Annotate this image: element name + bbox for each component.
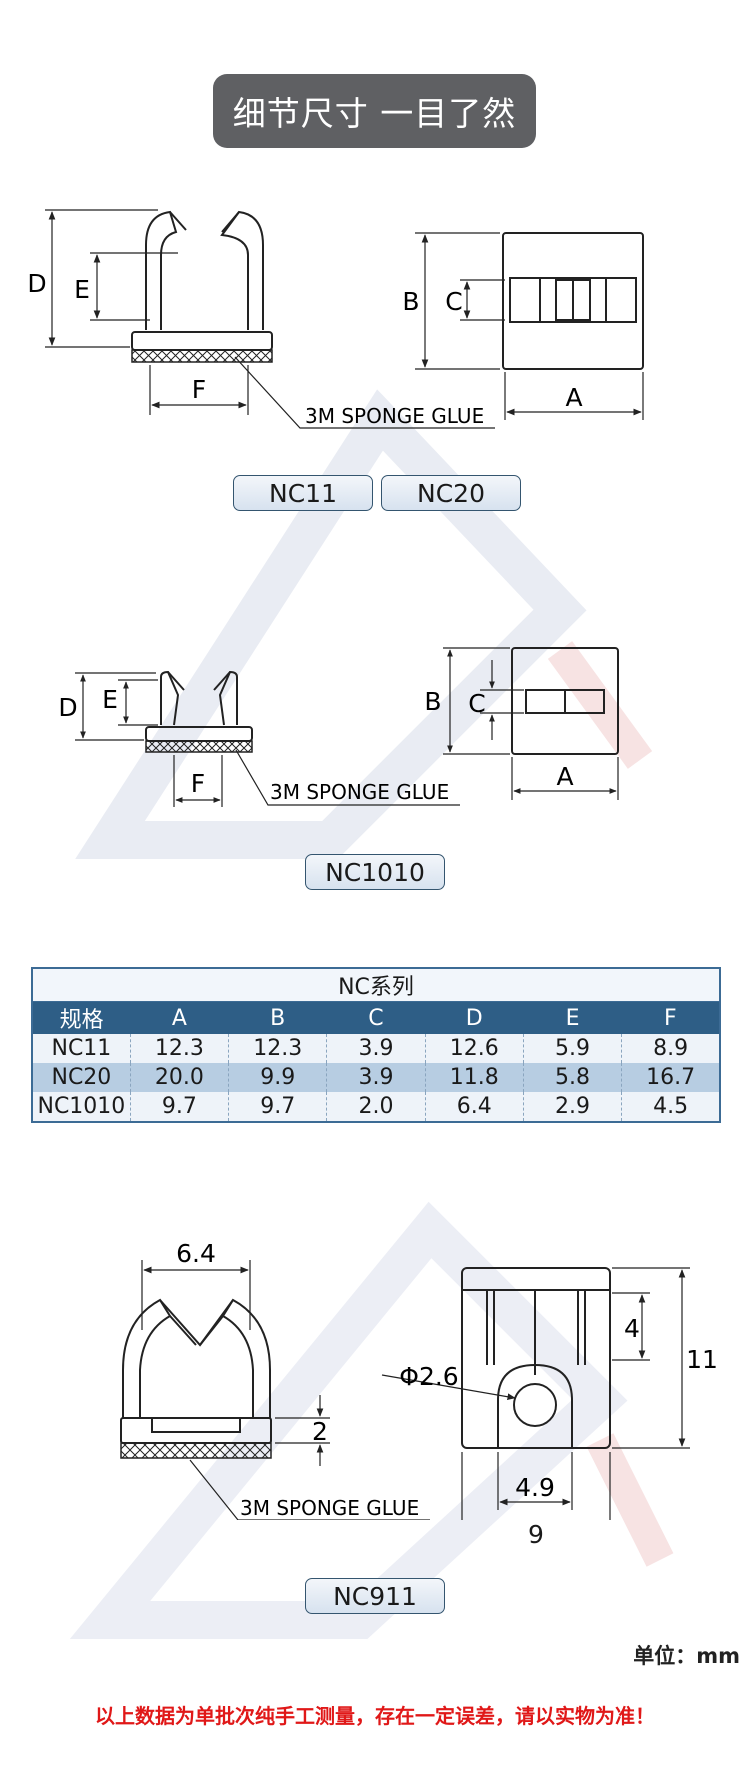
- table-cell: 9.7: [130, 1092, 230, 1122]
- dim-label-f: F: [192, 375, 206, 404]
- page-title: 细节尺寸 一目了然: [213, 74, 536, 148]
- table-header-row: 规格 A B C D E F: [32, 1001, 720, 1034]
- dim-label-c: C: [445, 287, 462, 316]
- table-cell: 11.8: [425, 1063, 524, 1092]
- glue-label: 3M SPONGE GLUE: [305, 404, 484, 428]
- table-cell: 12.6: [425, 1034, 524, 1063]
- table-cell: 9.7: [228, 1092, 328, 1122]
- dim-label-a-nc1010: A: [556, 762, 573, 791]
- table-cell: 5.9: [523, 1034, 623, 1063]
- table-cell: 4.5: [621, 1092, 720, 1122]
- table-header: D: [425, 1001, 524, 1034]
- table-cell: 9.9: [228, 1063, 328, 1092]
- dim-label-d: D: [27, 269, 46, 298]
- nc911-side-view: [120, 1298, 272, 1444]
- dim-label-b: B: [402, 287, 419, 316]
- nc1010-side-view: [145, 670, 253, 742]
- dim-label-a: A: [565, 383, 582, 412]
- table-cell: 16.7: [621, 1063, 720, 1092]
- dim-label-f-nc1010: F: [191, 769, 205, 798]
- table-cell: NC1010: [32, 1092, 131, 1122]
- table-cell: 2.0: [326, 1092, 426, 1122]
- dim-width: 9: [528, 1520, 544, 1549]
- measurement-warning: 以上数据为单批次纯手工测量，存在一定误差，请以实物为准！: [95, 1704, 655, 1728]
- sponge-glue-layer-nc911: [120, 1442, 272, 1459]
- clip-top-view: [502, 232, 644, 370]
- table-header: E: [523, 1001, 622, 1034]
- dim-label-b-nc1010: B: [424, 687, 441, 716]
- sponge-glue-layer-nc1010: [145, 740, 253, 753]
- diagram-nc1010: D E F 3M SPONGE GLUE B C A: [58, 647, 619, 807]
- unit-note: 单位：mm: [633, 1644, 740, 1668]
- dim-label-c-nc1010: C: [468, 689, 485, 718]
- clip-side-view: [131, 210, 273, 351]
- table-cell: 2.9: [523, 1092, 623, 1122]
- table-cell: 3.9: [326, 1063, 426, 1092]
- dim-label-e: E: [74, 275, 90, 304]
- table-cell: 5.8: [523, 1063, 623, 1092]
- glue-label-nc1010: 3M SPONGE GLUE: [270, 780, 449, 804]
- table-cell: 3.9: [326, 1034, 426, 1063]
- table-cell: 12.3: [130, 1034, 230, 1063]
- diagram-nc911: 6.4 2 3M SPONGE GLUE Φ2.6 4 11 4.9: [120, 1240, 718, 1520]
- table-row: NC11 12.3 12.3 3.9 12.6 5.9 8.9: [32, 1034, 720, 1063]
- table-row: NC1010 9.7 9.7 2.0 6.4 2.9 4.5: [32, 1092, 720, 1122]
- model-tag-nc911: NC911: [305, 1578, 445, 1614]
- table-header: B: [228, 1001, 327, 1034]
- table-cell: 6.4: [425, 1092, 524, 1122]
- table-cell: 8.9: [621, 1034, 720, 1063]
- dim-hole: Φ2.6: [399, 1362, 458, 1391]
- table-cell: 20.0: [130, 1063, 230, 1092]
- table-header: F: [621, 1001, 720, 1034]
- diagram-nc11-nc20: D E F 3M SPONGE GLUE B C A: [27, 209, 644, 429]
- table-caption: NC系列: [32, 968, 720, 1002]
- model-tag-nc1010: NC1010: [305, 854, 445, 890]
- nc911-front-view: [461, 1267, 611, 1449]
- dim-label-e-nc1010: E: [102, 685, 118, 714]
- table-header: 规格: [32, 1001, 131, 1034]
- table-cell: NC11: [32, 1034, 131, 1063]
- nc1010-top-view: [511, 647, 619, 755]
- dim-slot: 4: [624, 1314, 640, 1343]
- dim-top-width: 6.4: [176, 1240, 216, 1268]
- dim-label-d-nc1010: D: [58, 693, 77, 722]
- glue-label-nc911: 3M SPONGE GLUE: [240, 1496, 419, 1520]
- dim-height: 11: [686, 1345, 718, 1374]
- table-row: NC20 20.0 9.9 3.9 11.8 5.8 16.7: [32, 1063, 720, 1092]
- dim-hole-width: 4.9: [515, 1473, 555, 1502]
- table-cell: 12.3: [228, 1034, 328, 1063]
- table-header: C: [326, 1001, 426, 1034]
- table-header: A: [130, 1001, 229, 1034]
- model-tag-nc20: NC20: [381, 475, 521, 511]
- table-cell: NC20: [32, 1063, 131, 1092]
- model-tag-nc11: NC11: [233, 475, 373, 511]
- dim-base-height: 2: [312, 1417, 328, 1446]
- sponge-glue-layer: [131, 349, 273, 363]
- spec-table: NC系列 规格 A B C D E F NC11 12.3 12.3 3.9 1…: [31, 967, 721, 1123]
